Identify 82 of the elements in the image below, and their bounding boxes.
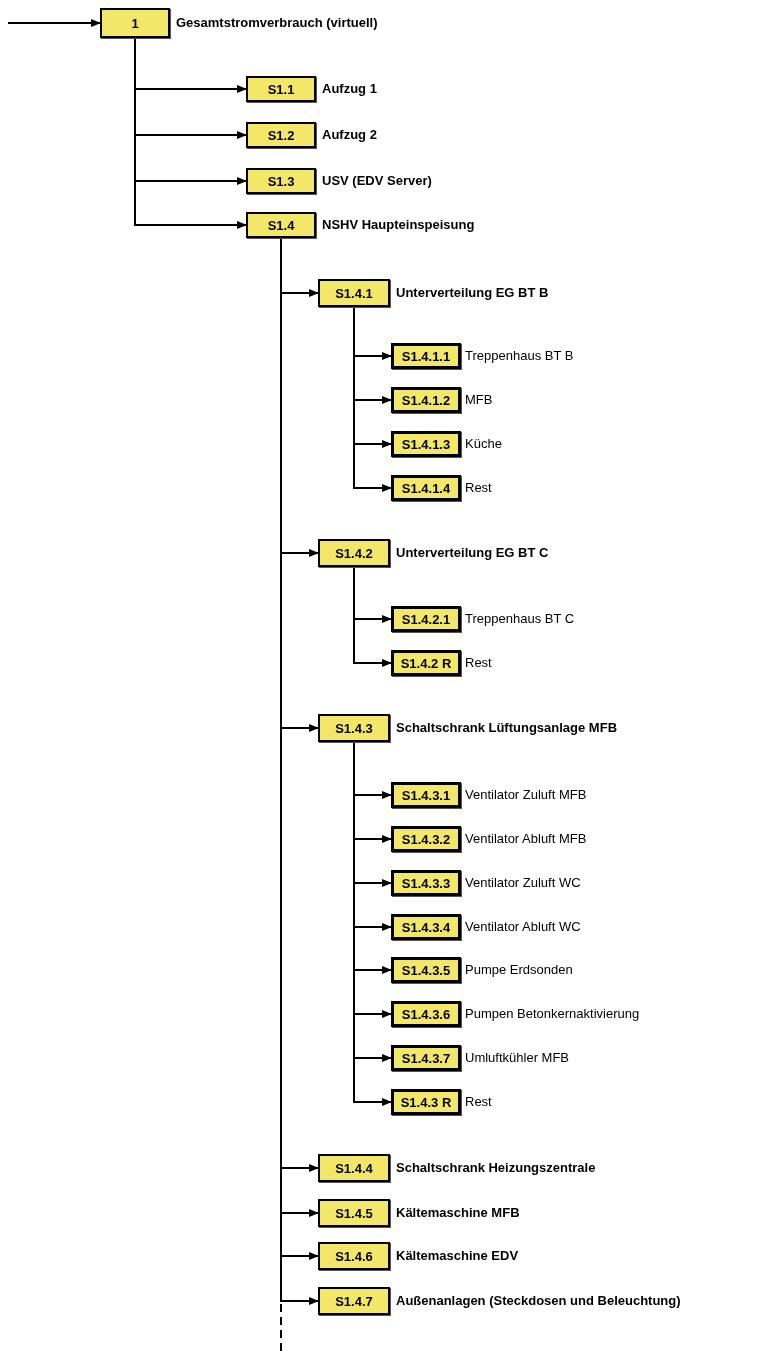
node-caption: Gesamtstromverbrauch (virtuell)	[176, 16, 378, 29]
code-box	[391, 914, 461, 940]
node-code: S1.4.1.4	[401, 481, 451, 495]
arrow	[7, 19, 101, 27]
node-code: S1.4.3.5	[401, 963, 451, 977]
node-caption: Schaltschrank Heizungszentrale	[396, 1161, 596, 1174]
code-box	[318, 279, 390, 307]
node-caption: Umluftkühler MFB	[465, 1051, 570, 1064]
node-caption: NSHV Haupteinspeisung	[322, 218, 475, 231]
code-box	[100, 8, 170, 38]
node-caption: Aufzug 1	[322, 82, 377, 95]
node-code: S1.4.3	[335, 721, 373, 735]
code-box	[391, 870, 461, 896]
code-box	[318, 714, 390, 742]
code-box	[391, 343, 461, 369]
node-code: S1.4.5	[335, 1206, 373, 1220]
node-caption: USV (EDV Server)	[322, 174, 432, 187]
code-box	[391, 826, 461, 852]
code-box	[391, 475, 461, 501]
node-caption: Ventilator Abluft MFB	[465, 832, 587, 845]
node-caption: Rest	[465, 656, 492, 669]
node-code: S1.4.3.1	[401, 788, 451, 802]
node-code: S1.4.3.2	[401, 832, 451, 846]
node-caption: Aufzug 2	[322, 128, 377, 141]
arrow	[353, 306, 392, 492]
code-box	[246, 76, 316, 102]
code-box	[246, 168, 316, 194]
code-box	[246, 122, 316, 148]
node-caption: Rest	[465, 1095, 492, 1108]
node-caption: Pumpen Betonkernaktivierung	[465, 1007, 640, 1020]
code-box	[391, 957, 461, 983]
node-caption: Unterverteilung EG BT B	[396, 286, 549, 299]
arrow	[134, 37, 247, 229]
code-box	[391, 1045, 461, 1071]
node-caption: Ventilator Zuluft MFB	[465, 788, 587, 801]
node-caption: Rest	[465, 481, 492, 494]
node-code: S1.4.3 R	[400, 1095, 452, 1109]
code-box	[391, 782, 461, 808]
node-code: S1.4.1.3	[401, 437, 451, 451]
node-code: S1.2	[267, 128, 295, 142]
code-box	[318, 1154, 390, 1182]
node-caption: Pumpe Erdsonden	[465, 963, 573, 976]
code-box	[391, 650, 461, 676]
node-code: S1.4.7	[335, 1294, 373, 1308]
node-code: S1.4.1.2	[401, 393, 451, 407]
code-box	[318, 1199, 390, 1227]
node-code: S1.4.3.4	[401, 920, 451, 934]
node-caption: Ventilator Abluft WC	[465, 920, 581, 933]
node-code: S1.4.3.3	[401, 876, 451, 890]
code-box	[246, 212, 316, 238]
node-code: S1.3	[267, 174, 295, 188]
node-code: S1.4.1	[335, 286, 373, 300]
node-caption: Schaltschrank Lüftungsanlage MFB	[396, 721, 618, 734]
code-box	[391, 1089, 461, 1115]
node-caption: Treppenhaus BT B	[465, 349, 574, 362]
node-caption: Küche	[465, 437, 502, 450]
node-caption: Treppenhaus BT C	[465, 612, 575, 625]
node-code: S1.4.3.7	[401, 1051, 451, 1065]
code-box	[391, 606, 461, 632]
node-code: S1.4.1.1	[401, 349, 451, 363]
node-code: S1.4.3.6	[401, 1007, 451, 1021]
node-code: S1.4.2 R	[400, 656, 452, 670]
code-box	[318, 1242, 390, 1270]
arrow	[353, 566, 392, 667]
code-box	[391, 387, 461, 413]
code-box	[391, 431, 461, 457]
node-code: S1.1	[267, 82, 295, 96]
code-box	[318, 539, 390, 567]
node-caption: Kältemaschine MFB	[396, 1206, 520, 1219]
node-code: S1.4.2	[335, 546, 373, 560]
node-code: S1.4	[267, 218, 295, 232]
code-box	[391, 1001, 461, 1027]
node-caption: MFB	[465, 393, 493, 406]
node-code: S1.4.6	[335, 1249, 373, 1263]
node-caption: Unterverteilung EG BT C	[396, 546, 549, 559]
code-box	[318, 1287, 390, 1315]
node-caption: Außenanlagen (Steckdosen und Beleuchtung)	[396, 1294, 681, 1307]
node-caption: Ventilator Zuluft WC	[465, 876, 581, 889]
node-caption: Kältemaschine EDV	[396, 1249, 519, 1262]
node-code: S1.4.2.1	[401, 612, 451, 626]
node-code: S1.4.4	[335, 1161, 373, 1175]
node-code: 1	[131, 16, 139, 30]
